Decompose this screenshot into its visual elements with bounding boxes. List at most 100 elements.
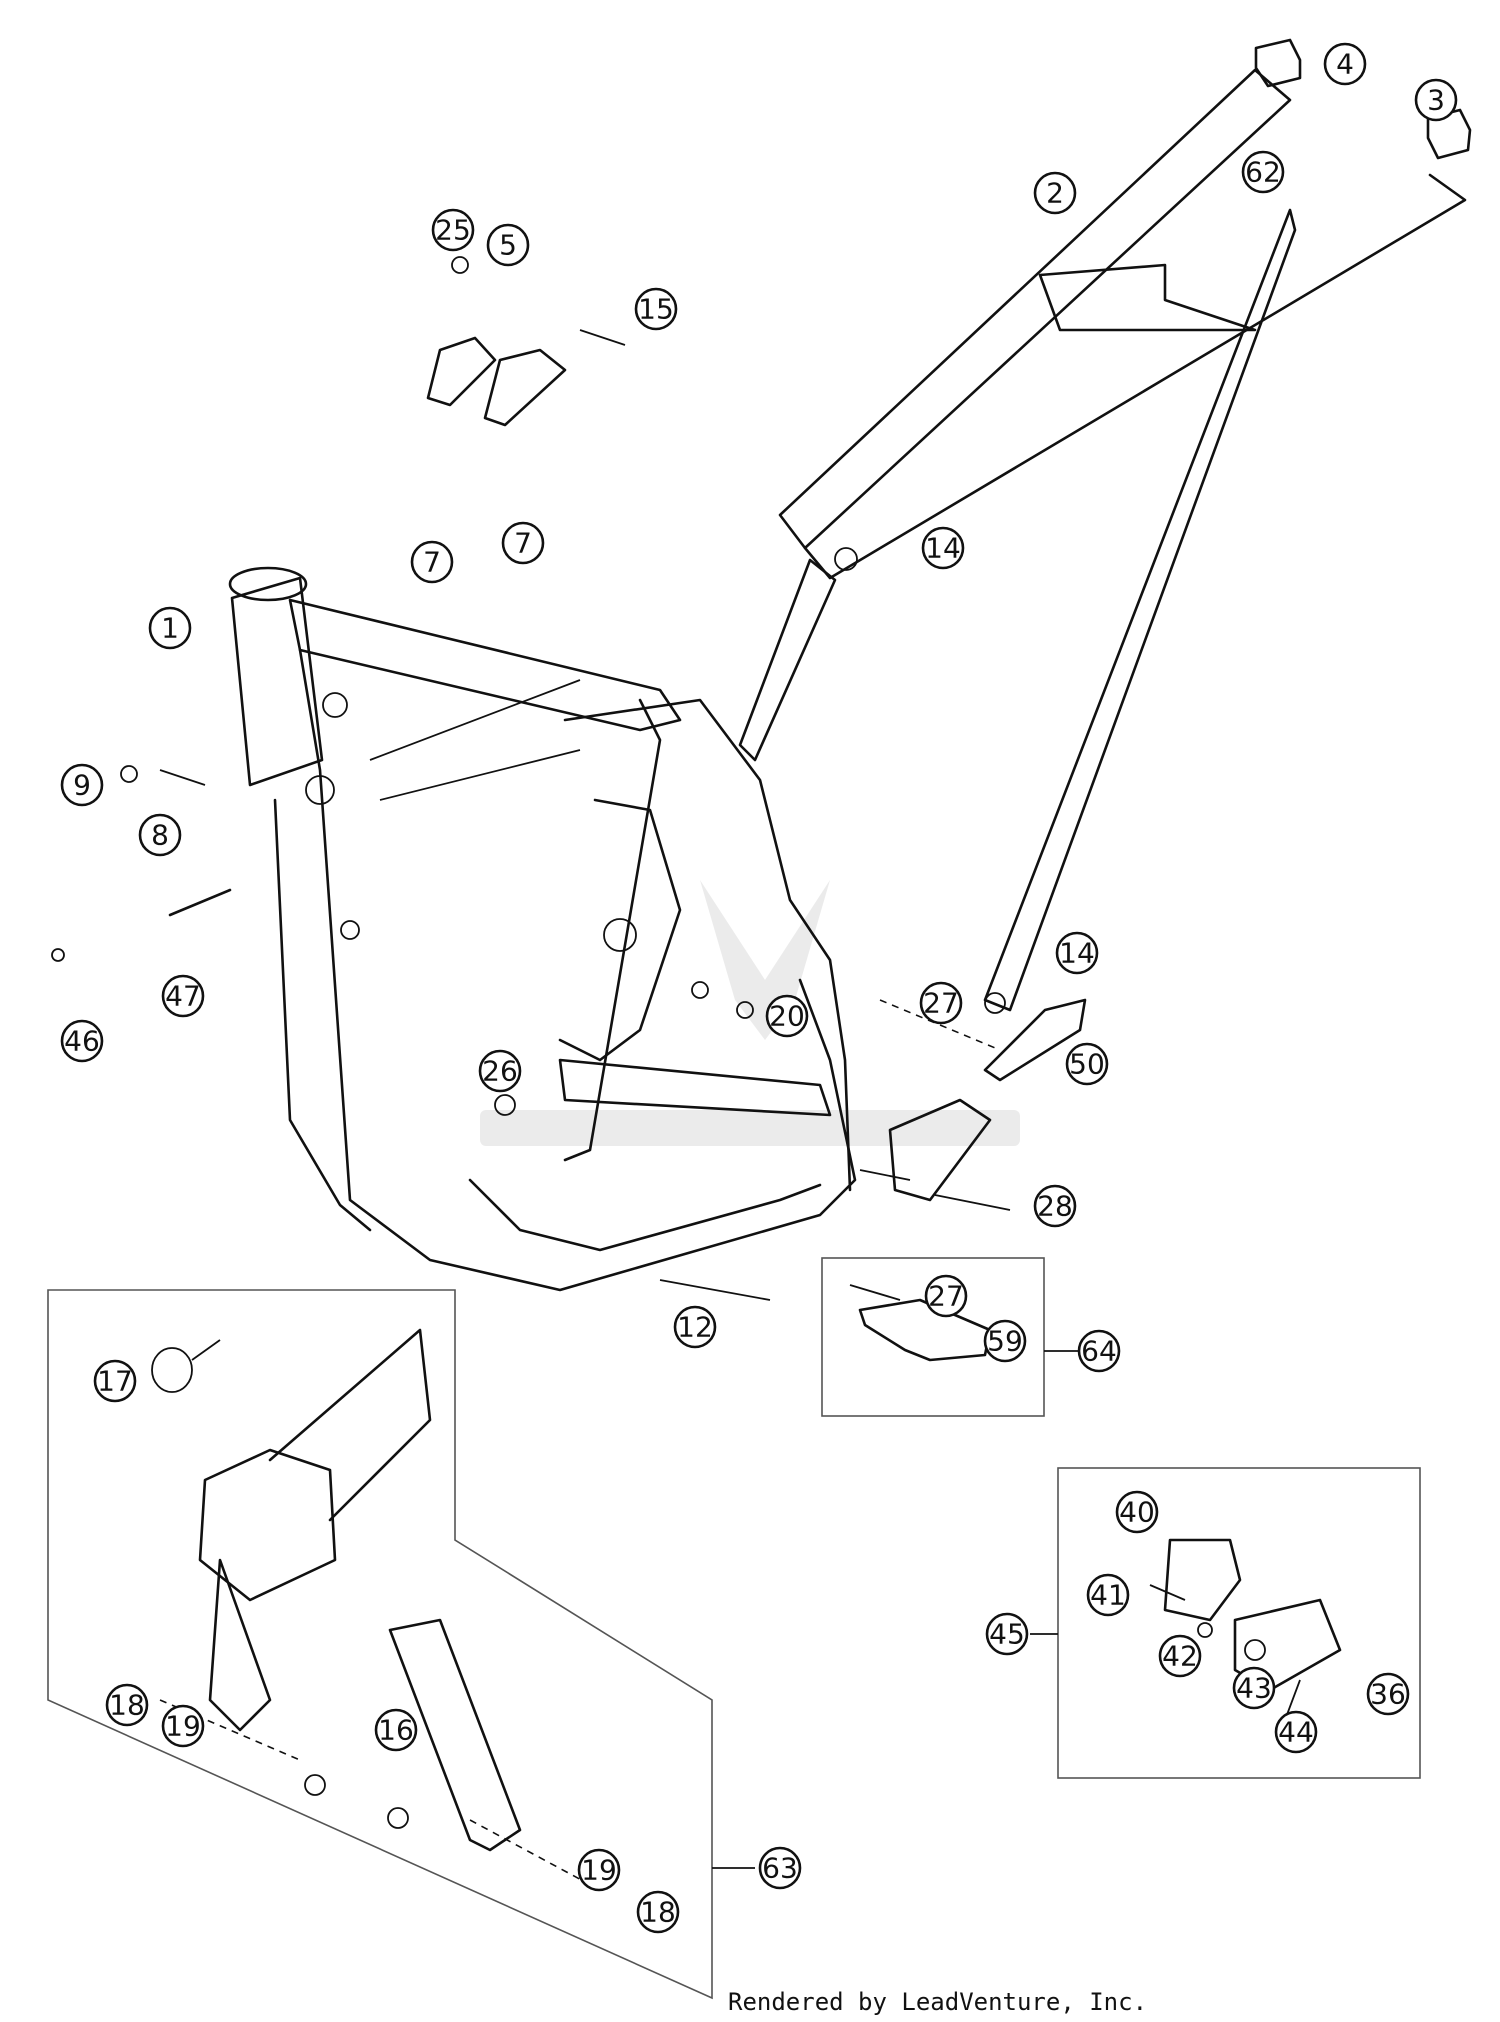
callout-circle <box>105 1683 149 1727</box>
callout-c46: 46 <box>60 1019 104 1063</box>
callout-number: 18 <box>640 1896 676 1929</box>
callout-number: 62 <box>1245 156 1281 189</box>
callout-c3: 3 <box>1414 78 1458 122</box>
callout-c2: 2 <box>1033 171 1077 215</box>
callout-number: 44 <box>1278 1716 1314 1749</box>
callout-number: 8 <box>151 819 169 852</box>
callout-number: 28 <box>1037 1190 1073 1223</box>
callout-circle <box>431 208 475 252</box>
callout-number: 4 <box>1336 48 1354 81</box>
callout-c7b: 7 <box>501 521 545 565</box>
callout-number: 12 <box>677 1311 713 1344</box>
callout-circle <box>983 1319 1027 1363</box>
callout-circle <box>577 1848 621 1892</box>
callout-c28: 28 <box>1033 1184 1077 1228</box>
callout-circle <box>478 1049 522 1093</box>
callout-number: 9 <box>73 769 91 802</box>
callout-circle <box>1065 1042 1109 1086</box>
callout-number: 36 <box>1370 1678 1406 1711</box>
callout-c27b: 27 <box>924 1274 968 1318</box>
callout-c25: 25 <box>431 208 475 252</box>
callout-number: 26 <box>482 1055 518 1088</box>
callout-circle <box>60 763 104 807</box>
callout-circle <box>1158 1634 1202 1678</box>
callout-circle <box>374 1708 418 1752</box>
callout-number: 5 <box>499 229 517 262</box>
callout-number: 59 <box>987 1325 1023 1358</box>
callout-circle <box>919 981 963 1025</box>
callout-circle <box>1241 150 1285 194</box>
callout-number: 27 <box>928 1280 964 1313</box>
callout-c16: 16 <box>374 1708 418 1752</box>
callout-c50: 50 <box>1065 1042 1109 1086</box>
callout-number: 41 <box>1090 1579 1126 1612</box>
callout-number: 1 <box>161 612 179 645</box>
callout-number: 17 <box>97 1365 133 1398</box>
callout-c17: 17 <box>93 1359 137 1403</box>
callout-circle <box>673 1305 717 1349</box>
callout-circle <box>765 994 809 1038</box>
callout-c47: 47 <box>161 974 205 1018</box>
footrest-kit-box <box>1030 1467 1421 1779</box>
callout-number: 64 <box>1081 1335 1117 1368</box>
callout-circle <box>985 1612 1029 1656</box>
callout-c15: 15 <box>634 287 678 331</box>
callout-number: 7 <box>514 527 532 560</box>
callout-circle <box>501 521 545 565</box>
callout-c26: 26 <box>478 1049 522 1093</box>
callout-circle <box>636 1890 680 1934</box>
callout-number: 16 <box>378 1714 414 1747</box>
callout-circle <box>93 1359 137 1403</box>
callout-circle <box>410 540 454 584</box>
callout-circle <box>1274 1710 1318 1754</box>
callout-c20: 20 <box>765 994 809 1038</box>
callout-c1: 1 <box>148 606 192 650</box>
callout-number: 18 <box>109 1689 145 1722</box>
callout-number: 45 <box>989 1618 1025 1651</box>
callout-number: 27 <box>923 987 959 1020</box>
frame-protector-kit-box <box>47 1289 755 2000</box>
callout-c40: 40 <box>1115 1490 1159 1534</box>
callout-circle <box>1366 1672 1410 1716</box>
callout-c14a: 14 <box>921 526 965 570</box>
callout-c27a: 27 <box>919 981 963 1025</box>
callout-c43: 43 <box>1232 1666 1276 1710</box>
callout-c7a: 7 <box>410 540 454 584</box>
callout-c62: 62 <box>1241 150 1285 194</box>
callout-c63: 63 <box>758 1846 802 1890</box>
callout-number: 19 <box>581 1854 617 1887</box>
callout-circle <box>486 223 530 267</box>
callout-number: 63 <box>762 1852 798 1885</box>
callout-number: 15 <box>638 293 674 326</box>
callout-c18a: 18 <box>105 1683 149 1727</box>
callout-number: 46 <box>64 1025 100 1058</box>
callout-circle <box>634 287 678 331</box>
callout-number: 14 <box>1059 937 1095 970</box>
callout-c19a: 19 <box>161 1704 205 1748</box>
callout-c42: 42 <box>1158 1634 1202 1678</box>
hardware <box>51 256 1087 1301</box>
callout-circle <box>924 1274 968 1318</box>
callout-number: 14 <box>925 532 961 565</box>
callout-number: 47 <box>165 980 201 1013</box>
frame-end-plugs <box>1254 38 1472 160</box>
callout-c45: 45 <box>985 1612 1029 1656</box>
callout-c8: 8 <box>138 813 182 857</box>
callout-circle <box>1086 1573 1130 1617</box>
callout-number: 50 <box>1069 1048 1105 1081</box>
callout-number: 25 <box>435 214 471 247</box>
callout-circle <box>161 1704 205 1748</box>
callout-circle <box>1232 1666 1276 1710</box>
callout-c12: 12 <box>673 1305 717 1349</box>
callout-c5: 5 <box>486 223 530 267</box>
callout-circle <box>758 1846 802 1890</box>
callout-c41: 41 <box>1086 1573 1130 1617</box>
callout-number: 20 <box>769 1000 805 1033</box>
callout-c18b: 18 <box>636 1890 680 1934</box>
callout-c9: 9 <box>60 763 104 807</box>
callout-circle <box>60 1019 104 1063</box>
callout-c36: 36 <box>1366 1672 1410 1716</box>
callout-c4: 4 <box>1323 42 1367 86</box>
callout-number: 40 <box>1119 1496 1155 1529</box>
